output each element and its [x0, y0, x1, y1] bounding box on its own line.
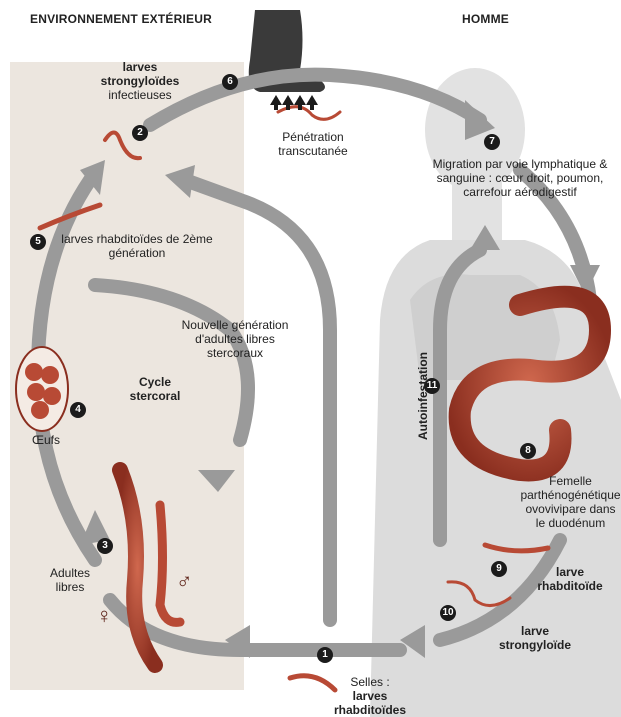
label-nouvelle-generation: Nouvelle génération d'adultes libres ste… — [180, 318, 290, 360]
label-larve-strongyloide: larve strongyloïde — [485, 624, 585, 652]
female-symbol: ♀ — [96, 603, 113, 629]
label-selles-bold: larves rhabditoïdes — [334, 689, 406, 717]
step-badge-1: 1 — [317, 647, 333, 663]
step-badge-4: 4 — [70, 402, 86, 418]
label-cycle-stercoral: Cycle stercoral — [120, 375, 190, 403]
label-adultes-libres: Adultes libres — [40, 566, 100, 594]
step-badge-10: 10 — [440, 605, 456, 621]
label-selles-prefix: Selles : — [350, 675, 389, 689]
label-migration: Migration par voie lymphatique & sanguin… — [420, 157, 620, 199]
label-autoinfestation: Autoinfestation — [416, 330, 430, 440]
label-larves-strongyloides: larves strongyloïdes infectieuses — [90, 60, 190, 102]
step-badge-8: 8 — [520, 443, 536, 459]
label-selles: Selles : larves rhabditoïdes — [320, 675, 420, 717]
step-badge-5: 5 — [30, 234, 46, 250]
label-femelle: Femelle parthénogénétique ovovivipare da… — [520, 474, 621, 530]
label-oeufs: Œufs — [16, 433, 76, 447]
label-larve-rhabditoide: larve rhabditoïde — [530, 565, 610, 593]
label-larves-rhabditoides-2: larves rhabditoïdes de 2ème génération — [52, 232, 222, 260]
step-badge-2: 2 — [132, 125, 148, 141]
step-badge-7: 7 — [484, 134, 500, 150]
label-larves-strongyloides-sub: infectieuses — [108, 88, 171, 102]
eggs-illustration — [16, 347, 68, 431]
step-badge-9: 9 — [491, 561, 507, 577]
male-symbol: ♂ — [176, 568, 193, 594]
step-badge-3: 3 — [97, 538, 113, 554]
label-larves-strongyloides-bold: larves strongyloïdes — [101, 60, 180, 88]
step-badge-6: 6 — [222, 74, 238, 90]
label-penetration: Pénétration transcutanée — [258, 130, 368, 158]
